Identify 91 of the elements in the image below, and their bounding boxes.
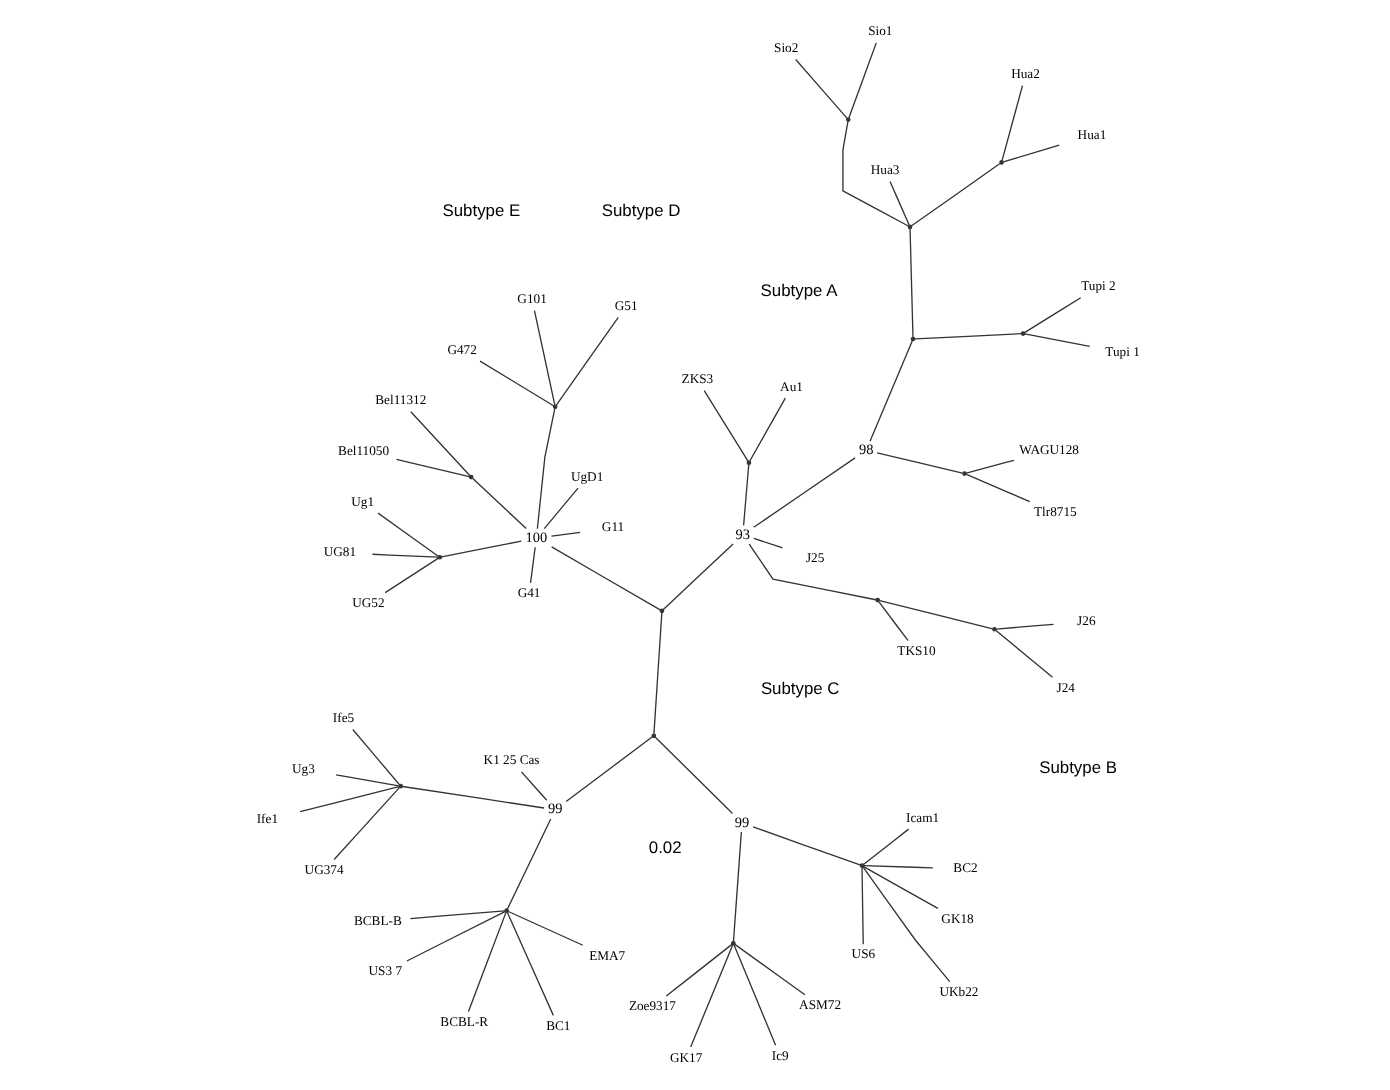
connector	[869, 340, 913, 442]
connector	[879, 599, 994, 630]
node-point	[1020, 331, 1026, 336]
connector	[384, 557, 439, 594]
connector	[995, 623, 1055, 630]
connector	[335, 774, 400, 787]
connector	[550, 531, 581, 537]
label: Subtype A	[760, 279, 838, 300]
connector	[862, 865, 939, 910]
node-point	[398, 783, 404, 789]
connector	[555, 316, 619, 406]
connector	[472, 477, 527, 530]
connector	[795, 58, 848, 119]
connector	[995, 630, 1054, 678]
connector	[733, 944, 777, 1046]
connector	[965, 459, 1015, 474]
node-point	[859, 863, 865, 868]
connector	[536, 408, 556, 530]
connector	[753, 457, 856, 528]
connector	[889, 180, 910, 226]
connector	[506, 818, 552, 910]
connector	[565, 736, 654, 803]
connector	[479, 360, 555, 407]
connector	[333, 787, 401, 861]
connector	[662, 543, 734, 611]
connector	[654, 736, 734, 815]
connector	[909, 228, 914, 338]
connector	[742, 463, 750, 527]
node-point	[962, 471, 967, 476]
connector	[965, 473, 1031, 503]
connector	[1001, 84, 1024, 162]
connector	[409, 910, 506, 920]
connector	[377, 512, 439, 557]
connector	[1002, 144, 1060, 163]
connector	[914, 333, 1022, 340]
node-point	[468, 474, 474, 480]
node-point	[552, 404, 558, 410]
connector	[441, 540, 522, 558]
connector	[876, 452, 964, 474]
connector	[665, 943, 733, 997]
label: Subtype E	[442, 200, 521, 221]
node-point	[907, 224, 913, 230]
connector	[753, 537, 784, 549]
connector	[533, 309, 556, 406]
connector	[910, 163, 1001, 227]
connector	[878, 601, 909, 642]
node-point	[999, 160, 1004, 165]
connector	[749, 397, 786, 462]
node-point	[731, 940, 736, 946]
connector	[507, 910, 584, 946]
connector	[506, 911, 554, 1017]
connector	[732, 831, 742, 943]
connector	[748, 543, 877, 601]
connector	[862, 866, 951, 983]
connector	[543, 487, 579, 530]
connector	[863, 865, 934, 869]
label: Subtype B	[1039, 757, 1117, 778]
node-point	[659, 608, 665, 614]
connector	[467, 911, 507, 1013]
node-point	[910, 336, 916, 342]
connector	[653, 611, 663, 735]
node-point	[504, 908, 509, 914]
node-point	[845, 117, 851, 122]
connector	[1024, 297, 1082, 334]
connector	[690, 944, 734, 1048]
connector	[1024, 333, 1091, 347]
connector	[352, 728, 400, 786]
label: Subtype D	[601, 200, 681, 221]
connector	[551, 546, 661, 611]
connector	[401, 785, 545, 809]
connector	[406, 910, 506, 962]
label: Subtype C	[760, 677, 840, 698]
connector	[529, 546, 536, 584]
connector	[520, 771, 548, 801]
connector	[861, 866, 864, 945]
node-point	[437, 554, 443, 560]
connector	[299, 786, 400, 813]
connector	[410, 411, 471, 477]
connector	[848, 42, 877, 119]
node-point	[875, 597, 880, 603]
node-point	[992, 626, 997, 632]
connector	[703, 389, 749, 462]
node-point	[746, 460, 752, 465]
connector	[395, 458, 470, 478]
connector	[734, 943, 806, 996]
connector	[371, 553, 439, 558]
connector	[752, 826, 861, 866]
node-point	[651, 733, 657, 739]
label: 0.02	[648, 836, 682, 857]
connector	[862, 828, 910, 866]
connector	[842, 120, 909, 227]
